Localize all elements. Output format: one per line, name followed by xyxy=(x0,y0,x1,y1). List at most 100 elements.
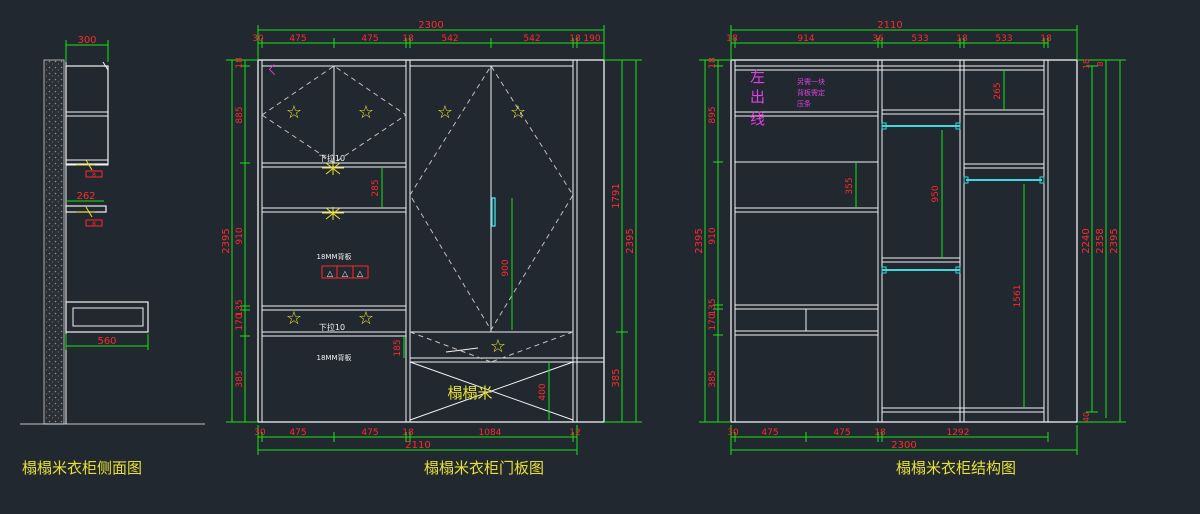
svg-text:18: 18 xyxy=(402,428,414,438)
svg-text:☆: ☆ xyxy=(358,102,374,123)
door-red-boxes: △ △ △ xyxy=(321,265,369,279)
door-top-total: 2300 xyxy=(418,20,443,31)
svg-text:☆: ☆ xyxy=(286,102,302,123)
struct-right-totals: 2240 2358 2395 xyxy=(1081,228,1120,253)
side-view: 300 262 560 8 8 xyxy=(20,35,205,425)
svg-text:1292: 1292 xyxy=(947,428,970,438)
svg-text:475: 475 xyxy=(289,34,306,44)
caption-structure-view: 榻榻米衣柜结构图 xyxy=(896,459,1017,477)
svg-text:30: 30 xyxy=(727,428,739,438)
side-mid-shelf xyxy=(65,205,107,213)
svg-text:8: 8 xyxy=(92,172,96,179)
svg-text:2240: 2240 xyxy=(1081,228,1092,253)
svg-text:385: 385 xyxy=(708,370,718,387)
svg-text:18: 18 xyxy=(726,34,738,44)
svg-text:18: 18 xyxy=(1082,59,1091,69)
svg-text:☆: ☆ xyxy=(358,308,374,329)
door-inner-dim-2: 900 xyxy=(501,259,511,276)
struct-left-segments: 18 895 910 135 170 385 xyxy=(708,57,718,388)
svg-text:885: 885 xyxy=(235,106,245,123)
svg-text:910: 910 xyxy=(235,227,245,244)
svg-text:△: △ xyxy=(342,269,349,278)
struct-top-total: 2110 xyxy=(877,20,902,31)
svg-text:8: 8 xyxy=(92,221,96,228)
svg-text:475: 475 xyxy=(761,428,778,438)
struct-right-small: 18 8 40 xyxy=(1082,59,1105,422)
svg-text:2358: 2358 xyxy=(1095,228,1106,253)
svg-text:18: 18 xyxy=(402,34,414,44)
caption-door-view: 榻榻米衣柜门板图 xyxy=(424,459,545,477)
svg-text:18: 18 xyxy=(956,34,968,44)
svg-text:36: 36 xyxy=(872,34,884,44)
svg-text:☆: ☆ xyxy=(490,336,506,357)
struct-left-total: 2395 xyxy=(694,228,705,253)
door-inner-dim-3: 185 xyxy=(393,339,403,356)
door-right-segment-b: 385 xyxy=(611,368,622,387)
struct-outer-frame xyxy=(730,59,1078,423)
svg-text:475: 475 xyxy=(361,34,378,44)
structure-view: 355 950 265 1561 左 出 线 另需一块 背板需定 压条 xyxy=(694,20,1126,455)
door-view: ☆ ☆ ☆ ☆ ☆ ☆ ☆ 下拉10 18MM背板 下拉10 18MM背板 榻榻… xyxy=(221,20,642,455)
svg-text:385: 385 xyxy=(235,370,245,387)
door-magenta-mark: ㄑ xyxy=(266,63,278,77)
struct-bottom-total: 2300 xyxy=(891,440,916,451)
door-label-draw2: 下拉10 xyxy=(319,322,345,332)
svg-text:910: 910 xyxy=(708,227,718,244)
svg-text:135: 135 xyxy=(235,299,245,316)
svg-text:线: 线 xyxy=(750,110,765,128)
side-dim-mid: 262 xyxy=(76,191,95,202)
struct-note-vertical: 左 出 线 xyxy=(750,68,765,128)
svg-text:出: 出 xyxy=(750,88,765,106)
door-bottom-segments: 30 475 475 18 1084 12 xyxy=(254,428,580,438)
door-inner-dim-4: 400 xyxy=(538,383,548,400)
side-marker-a: 8 xyxy=(76,159,103,179)
door-pull-markers xyxy=(322,162,344,220)
svg-text:170: 170 xyxy=(708,313,718,330)
struct-inner-dim-2: 950 xyxy=(931,185,941,202)
svg-text:另需一块: 另需一块 xyxy=(797,77,825,86)
svg-text:533: 533 xyxy=(911,34,928,44)
svg-text:475: 475 xyxy=(361,428,378,438)
side-dim-top: 300 xyxy=(77,35,96,46)
svg-text:135: 135 xyxy=(708,298,718,315)
svg-text:475: 475 xyxy=(289,428,306,438)
side-tatami-box xyxy=(65,301,149,333)
svg-text:170: 170 xyxy=(235,313,245,330)
svg-text:1084: 1084 xyxy=(479,428,502,438)
svg-text:△: △ xyxy=(357,269,364,278)
struct-bottom-segments: 30 475 475 18 1292 xyxy=(727,428,969,438)
door-outer-frame xyxy=(257,59,605,423)
svg-text:背板需定: 背板需定 xyxy=(797,88,825,97)
svg-text:475: 475 xyxy=(833,428,850,438)
door-right-total: 2395 xyxy=(625,228,636,253)
side-marker-b: 8 xyxy=(76,206,103,228)
struct-note-lines: 另需一块 背板需定 压条 xyxy=(797,77,825,108)
svg-text:533: 533 xyxy=(995,34,1012,44)
door-top-segments: 30 475 475 18 542 542 18 190 xyxy=(252,34,601,44)
door-left-segments: 18 885 910 135 170 385 xyxy=(235,57,245,388)
side-dim-bottom: 560 xyxy=(97,336,116,347)
svg-text:18: 18 xyxy=(569,34,581,44)
door-label-back2: 18MM背板 xyxy=(317,353,352,362)
door-label-draw1: 下拉10 xyxy=(319,153,345,163)
struct-hanging-rails xyxy=(882,125,1042,271)
svg-text:18: 18 xyxy=(708,57,718,69)
svg-text:40: 40 xyxy=(1082,412,1091,422)
door-label-back1: 18MM背板 xyxy=(317,252,352,261)
door-inner-dim-1: 285 xyxy=(371,179,381,196)
door-open-lines xyxy=(261,65,574,363)
door-star-markers: ☆ ☆ ☆ ☆ ☆ ☆ ☆ xyxy=(286,102,526,357)
door-right-segment-a: 1791 xyxy=(611,183,622,208)
svg-text:12: 12 xyxy=(569,428,580,438)
svg-text:18: 18 xyxy=(235,57,245,69)
svg-text:☆: ☆ xyxy=(286,308,302,329)
struct-top-segments: 18 914 36 533 18 533 18 xyxy=(726,34,1052,44)
svg-text:△: △ xyxy=(327,269,334,278)
wall-hatch xyxy=(43,59,65,425)
svg-text:☆: ☆ xyxy=(437,102,453,123)
svg-text:☆: ☆ xyxy=(510,102,526,123)
door-left-total: 2395 xyxy=(221,228,232,253)
struct-inner-dim-4: 1561 xyxy=(1013,285,1023,308)
svg-text:左: 左 xyxy=(750,68,765,86)
